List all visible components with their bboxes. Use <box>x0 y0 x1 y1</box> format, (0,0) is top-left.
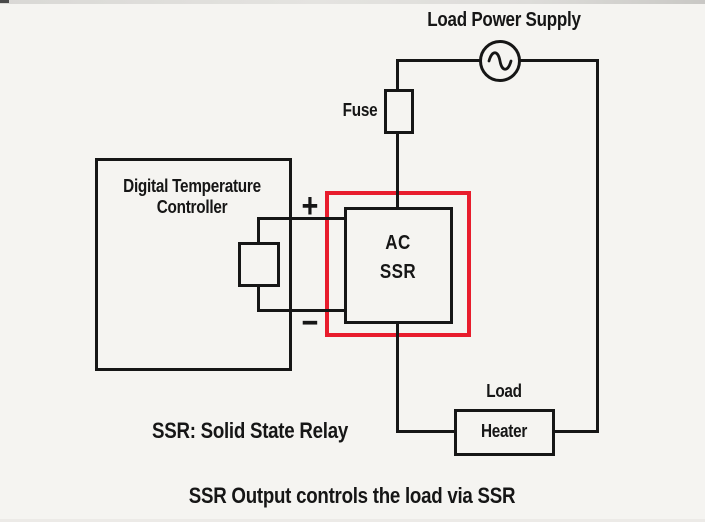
caption-abbreviation: SSR: Solid State Relay <box>152 418 348 443</box>
top-corner-mark <box>0 0 9 3</box>
wire-left-vertical-lower <box>396 324 399 433</box>
terminal-block <box>238 242 280 287</box>
controller-label-line1: Digital Temperature <box>123 176 261 196</box>
ac-source-symbol <box>479 40 521 82</box>
ssr-label: AC SSR <box>380 229 416 287</box>
wire-minus <box>258 309 346 312</box>
fuse-box <box>384 89 414 134</box>
ssr-label-line1: AC <box>385 232 411 254</box>
controller-label-line2: Controller <box>156 197 228 217</box>
ssr-label-line2: SSR <box>379 261 417 283</box>
controller-box <box>95 158 292 371</box>
plus-sign: + <box>301 187 319 225</box>
wire-heater-right <box>553 430 599 433</box>
ssr-box <box>344 207 453 324</box>
wire-terminal-upper <box>257 217 260 245</box>
heater-label: Heater <box>480 421 528 441</box>
wire-terminal-lower <box>257 284 260 312</box>
top-edge-strip <box>0 0 705 4</box>
wire-heater-left <box>396 430 455 433</box>
controller-label: Digital Temperature Controller <box>123 176 261 218</box>
wire-plus <box>258 217 346 220</box>
fuse-label: Fuse <box>342 100 378 120</box>
load-label: Load <box>486 381 522 401</box>
minus-sign: − <box>301 304 319 342</box>
bottom-edge-strip <box>0 519 705 522</box>
caption-description: SSR Output controls the load via SSR <box>188 483 516 508</box>
power-supply-label: Load Power Supply <box>427 9 581 31</box>
heater-box <box>454 409 555 456</box>
wire-right-vertical <box>596 59 599 433</box>
